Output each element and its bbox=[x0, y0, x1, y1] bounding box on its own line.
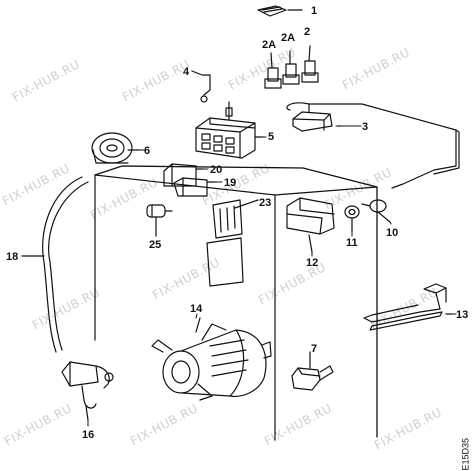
callout-25: 25 bbox=[149, 239, 161, 251]
callout-4: 4 bbox=[183, 66, 190, 78]
leader-lines bbox=[87, 125, 457, 427]
wire-harness bbox=[308, 103, 460, 189]
callout-6: 6 bbox=[144, 145, 150, 157]
callout-2: 2 bbox=[304, 26, 310, 38]
part-16-inlet-valve bbox=[61, 361, 114, 421]
callout-14: 14 bbox=[190, 303, 203, 315]
part-2a-knob-right bbox=[282, 50, 300, 85]
part-13-heating-element bbox=[363, 283, 453, 331]
callout-2a-left: 2A bbox=[262, 39, 276, 51]
part-2-knob bbox=[301, 45, 319, 83]
callout-2a-right: 2A bbox=[281, 32, 295, 44]
part-10-thermostat bbox=[361, 199, 391, 223]
part-14-main-motor bbox=[151, 317, 272, 401]
callout-3: 3 bbox=[362, 121, 368, 133]
diagram-code: E15D35 bbox=[461, 438, 471, 471]
part-4-indicator-lamp bbox=[191, 70, 211, 103]
cabinet-outline bbox=[94, 165, 378, 441]
part-2a-knob-left bbox=[264, 52, 282, 89]
diagram-drawing: 1 2 2A 2A 3 4 5 6 7 10 11 12 13 14 16 18… bbox=[6, 5, 468, 441]
callout-7: 7 bbox=[311, 343, 317, 355]
callout-1: 1 bbox=[311, 5, 317, 17]
part-1-cover-plate bbox=[257, 5, 303, 17]
part-20-suppressor bbox=[163, 163, 204, 187]
callout-5: 5 bbox=[268, 131, 274, 143]
part-23-pressure-switch bbox=[206, 199, 259, 287]
callout-19: 19 bbox=[224, 177, 236, 189]
callout-18: 18 bbox=[6, 251, 18, 263]
part-19-relay bbox=[173, 177, 216, 197]
callout-20: 20 bbox=[210, 164, 222, 176]
part-11-bushing bbox=[344, 205, 360, 233]
callout-13: 13 bbox=[456, 309, 468, 321]
part-25-capacitor bbox=[146, 204, 173, 237]
part-12-door-lock bbox=[286, 197, 335, 253]
callout-11: 11 bbox=[346, 237, 358, 249]
callout-10: 10 bbox=[386, 227, 398, 239]
callout-12: 12 bbox=[306, 257, 318, 269]
callout-23: 23 bbox=[259, 197, 271, 209]
part-3-switch bbox=[286, 102, 341, 132]
part-6-drain-motor bbox=[91, 132, 140, 164]
part-5-timer bbox=[195, 101, 264, 159]
callout-16: 16 bbox=[82, 429, 94, 441]
part-7-drain-pump bbox=[291, 351, 334, 391]
part-18-hose bbox=[21, 176, 89, 353]
exploded-parts-diagram: FIX-HUB.RU FIX-HUB.RU FIX-HUB.RU FIX-HUB… bbox=[0, 5, 471, 471]
